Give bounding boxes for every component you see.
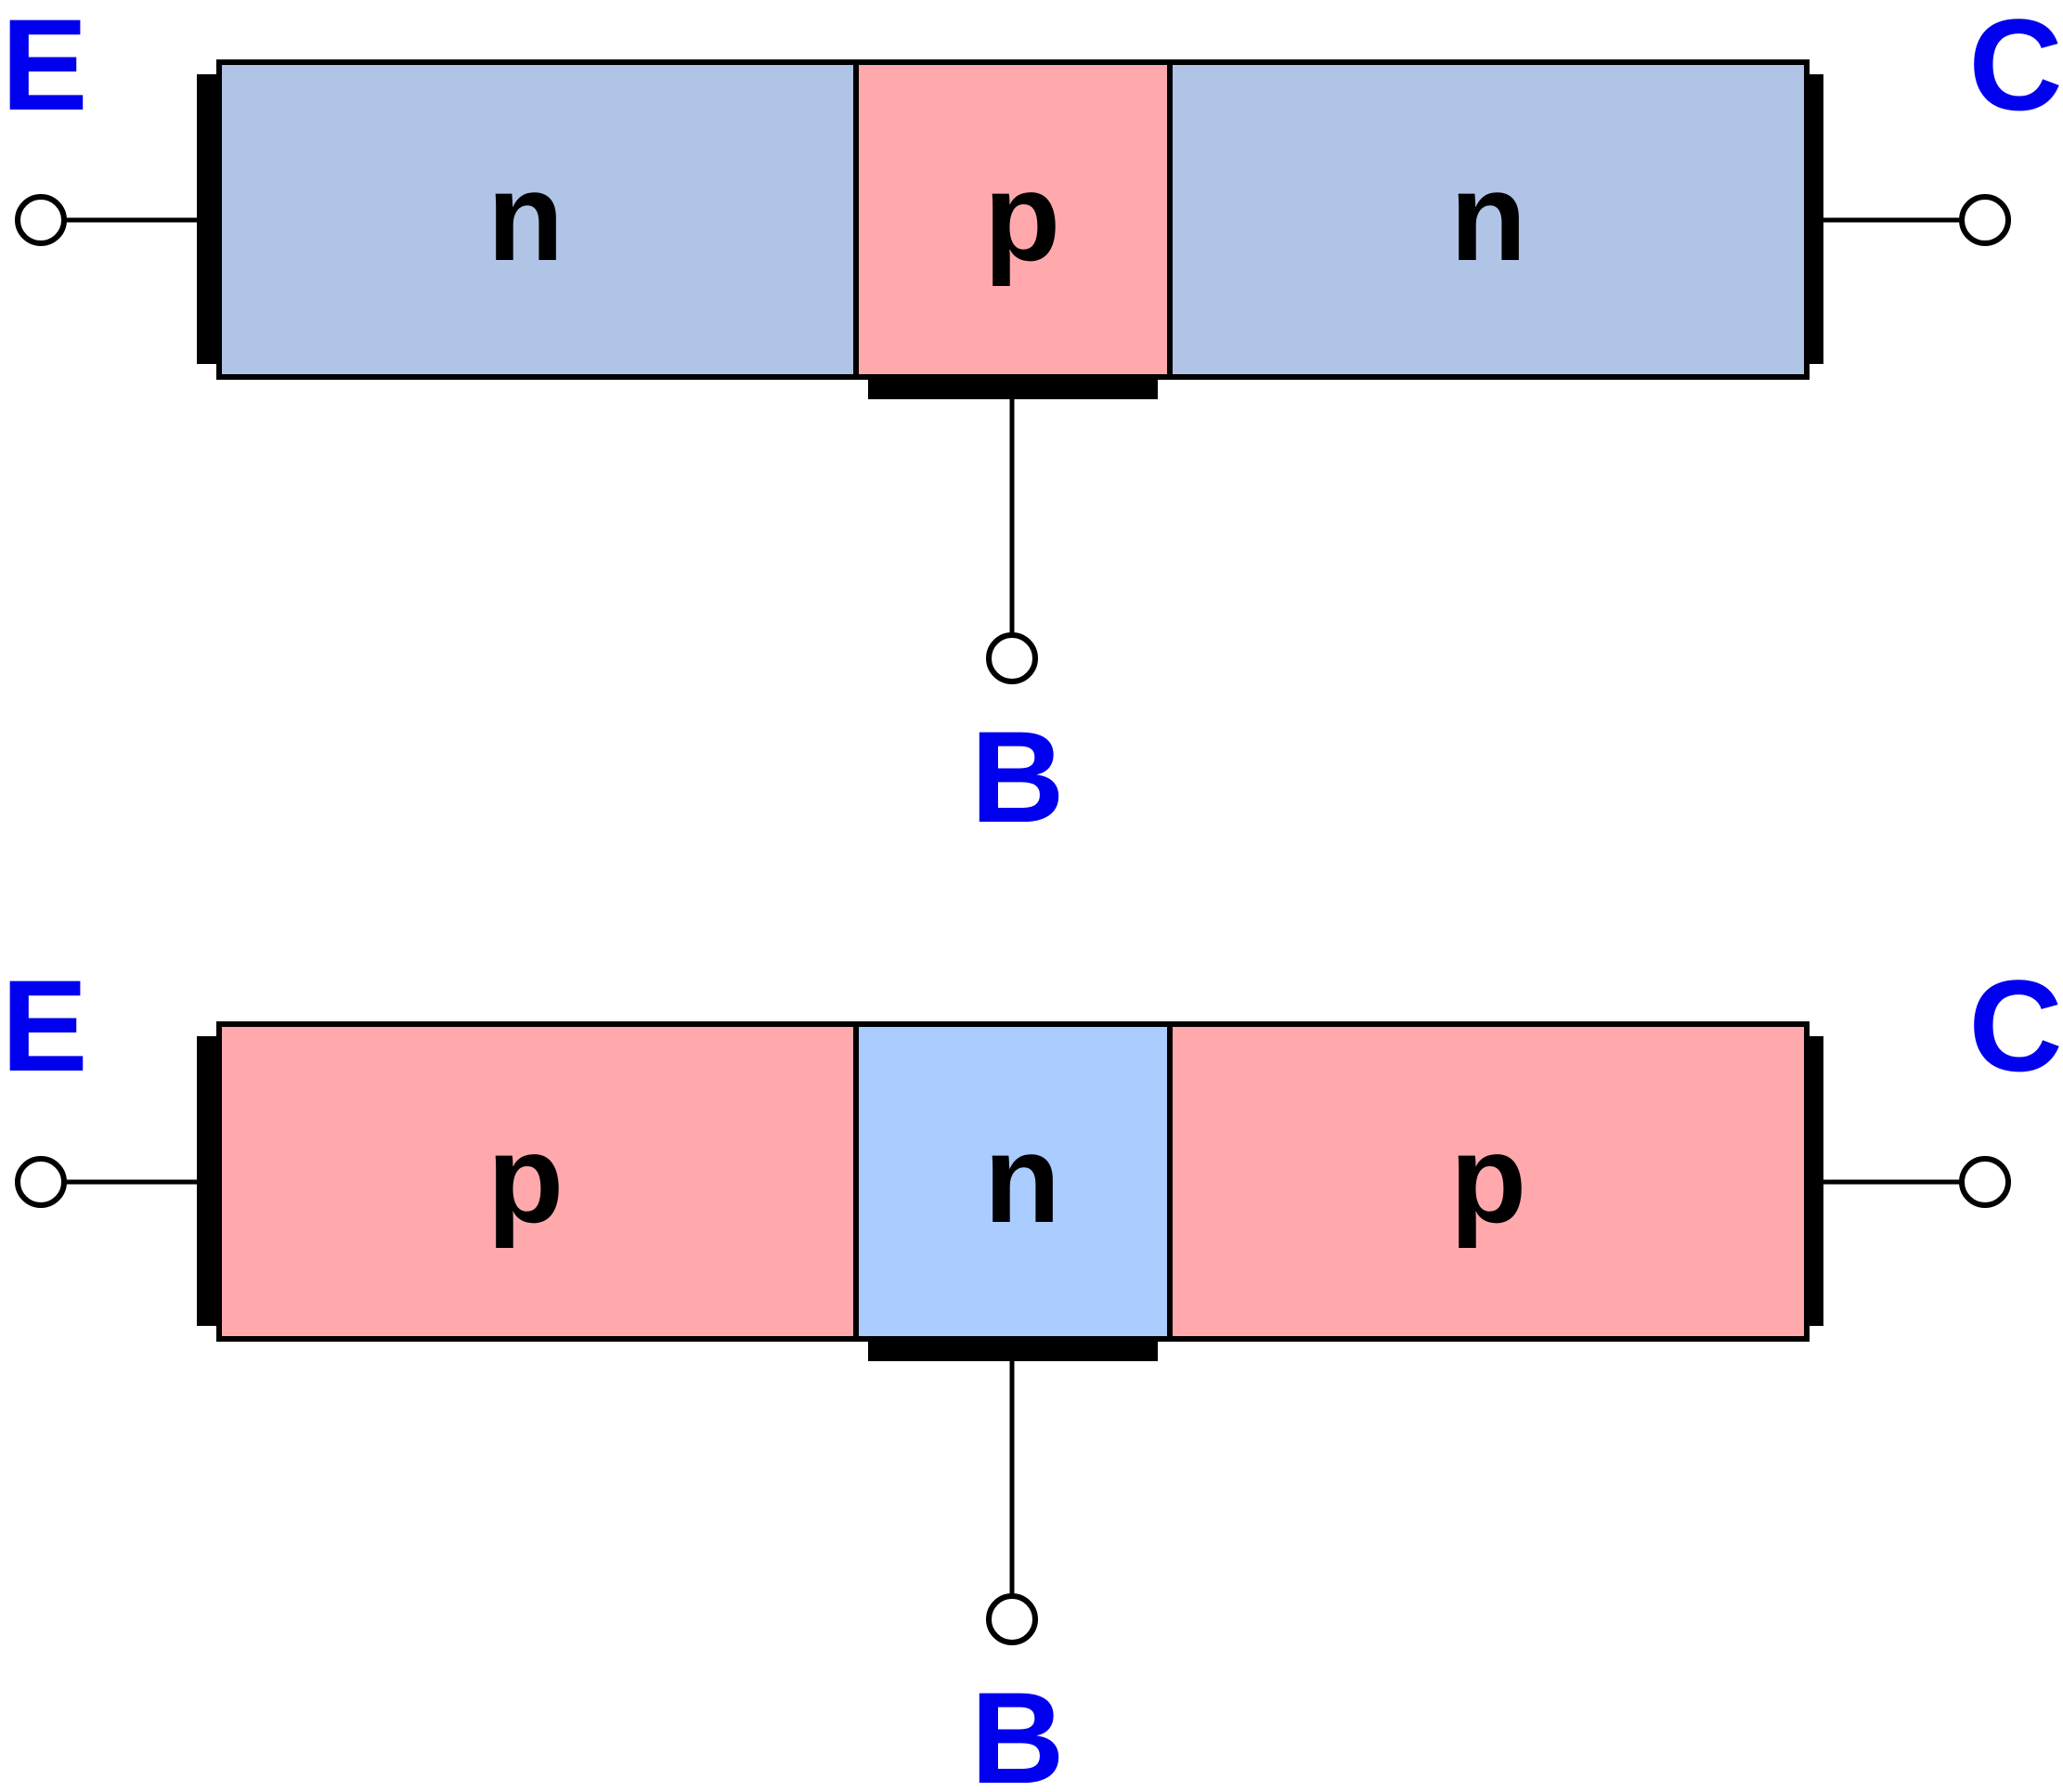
pnp-base-label: B [970,1665,1064,1792]
pnp-collector-label: C [1968,953,2062,1098]
npn-collector-pin[interactable] [1959,194,2011,246]
npn-base-region-label: p [984,147,1060,287]
pnp-emitter-contact [197,1036,219,1326]
pnp-base-contact [868,1339,1158,1361]
npn-emitter-label: E [1,0,87,137]
pnp-emitter-region-label: p [487,1109,564,1249]
pnp-transistor: p n p E C B [1,953,2062,1792]
npn-base-pin[interactable] [986,632,1038,684]
pnp-collector-contact [1807,1036,1823,1326]
pnp-collector-region-label: p [1450,1109,1526,1249]
npn-emitter-contact [197,74,219,364]
npn-base-contact [868,377,1158,399]
pnp-emitter-pin[interactable] [15,1156,67,1208]
npn-emitter-region [216,59,859,380]
pnp-emitter-region [216,1021,859,1342]
pnp-collector-pin[interactable] [1959,1156,2011,1208]
pnp-base-region-label: n [984,1109,1060,1249]
npn-base-label: B [970,704,1064,850]
npn-emitter-region-label: n [487,147,564,287]
npn-emitter-pin[interactable] [15,194,67,246]
pnp-emitter-label: E [1,953,87,1098]
npn-base-region [853,59,1173,380]
pnp-base-pin[interactable] [986,1593,1038,1645]
npn-transistor: n p n E C B [1,0,2062,850]
npn-collector-label: C [1968,0,2062,137]
npn-collector-contact [1807,74,1823,364]
npn-collector-region-label: n [1450,147,1526,287]
npn-collector-region [1167,59,1810,380]
pnp-collector-region [1167,1021,1810,1342]
